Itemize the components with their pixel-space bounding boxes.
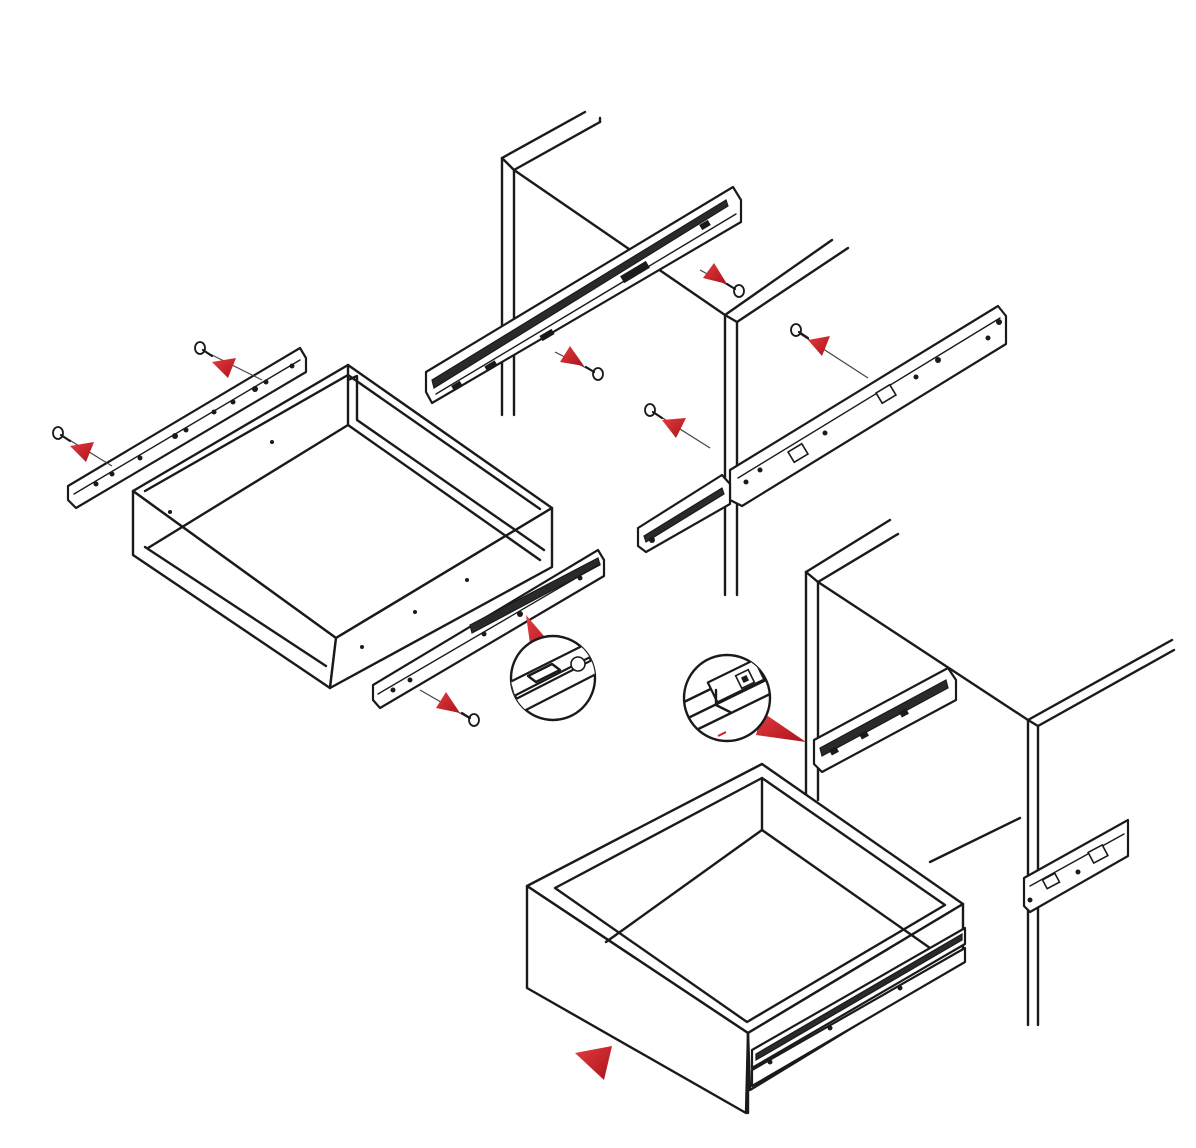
screw xyxy=(460,711,480,727)
arrow-marker xyxy=(662,418,686,438)
screw xyxy=(644,403,664,420)
screw xyxy=(725,282,745,298)
cabinet-rail-lower-right xyxy=(1022,818,1130,914)
drawer-box-upper xyxy=(131,363,554,690)
arrow-marker xyxy=(70,442,94,462)
cabinet-rail-lower-left xyxy=(812,666,958,774)
drawer-rail-upper-right xyxy=(371,548,606,710)
arrow-marker-detail-pointer xyxy=(756,712,806,742)
arrow-marker xyxy=(560,346,584,366)
screw xyxy=(584,365,604,381)
screw xyxy=(790,323,810,340)
drawer-rail-lower-attached xyxy=(750,926,967,1088)
cabinet-rail-upper-left xyxy=(424,185,743,405)
screw xyxy=(52,426,72,443)
arrow-marker xyxy=(212,358,236,378)
cabinet-upper-right-panel xyxy=(723,238,850,597)
cabinet-rail-upper-right xyxy=(728,304,1008,508)
arrow-marker xyxy=(575,1046,612,1080)
drawer-rail-upper-left xyxy=(66,346,308,510)
cabinet-rail-upper-right-inner xyxy=(636,473,732,554)
arrow-marker xyxy=(703,263,727,284)
arrow-marker xyxy=(436,692,460,713)
cabinet-upper-left-panel xyxy=(500,110,727,417)
detail-view-release-lever xyxy=(509,634,597,722)
arrow-marker xyxy=(808,336,830,356)
screw xyxy=(194,341,214,358)
detail-view-rail-latch xyxy=(682,653,772,743)
